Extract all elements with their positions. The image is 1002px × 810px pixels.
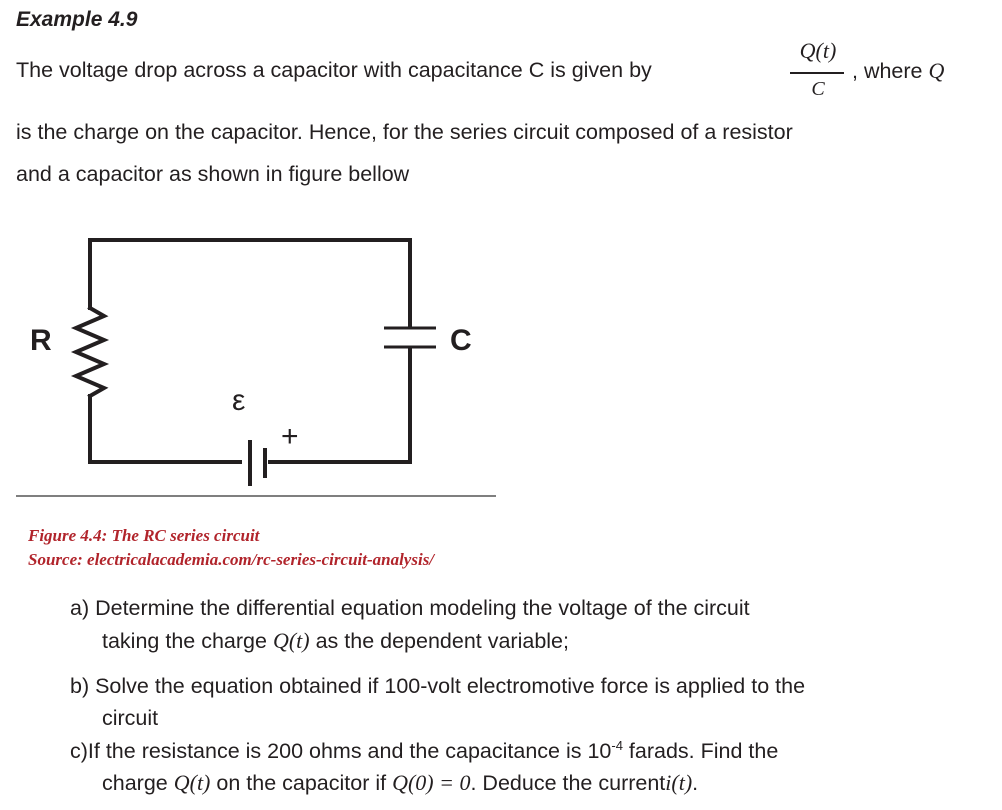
question-a-text-before: taking the charge	[102, 629, 267, 653]
fraction-denominator: C	[811, 78, 825, 100]
intro-var-q: Q	[928, 58, 945, 83]
resistor-label: R	[30, 324, 52, 357]
question-c-var-i: i(t)	[665, 770, 693, 795]
intro-where: , where	[852, 59, 923, 83]
question-c-deduce-text: . Deduce the current	[470, 771, 666, 795]
question-c-mid-text: on the capacitor if	[216, 771, 387, 795]
battery-plus-label: +	[281, 420, 299, 453]
question-c-var-q: Q(t)	[173, 770, 211, 795]
figure-source: Source: electricalacademia.com/rc-series…	[28, 550, 435, 569]
question-c-line-2: charge Q(t) on the capacitor if Q(0) = 0…	[102, 770, 698, 796]
question-b-line-1: b) Solve the equation obtained if 100-vo…	[70, 674, 806, 698]
question-c-line-1: c)If the resistance is 200 ohms and the …	[70, 738, 778, 764]
question-c-end: .	[692, 771, 699, 795]
resistor-symbol	[70, 305, 110, 399]
question-b-line-2: circuit	[102, 706, 159, 730]
fraction-bar	[790, 72, 844, 74]
question-a-line-1: a) Determine the differential equation m…	[70, 596, 750, 620]
intro-line-1-tail: , where Q	[852, 58, 944, 84]
intro-line-3: and a capacitor as shown in figure bello…	[16, 162, 410, 186]
fraction-numerator: Q(t)	[799, 38, 837, 63]
intro-line-2: is the charge on the capacitor. Hence, f…	[16, 120, 793, 144]
wire-left-lower	[88, 394, 242, 464]
rc-circuit-diagram: R C ε +	[30, 238, 472, 486]
capacitor-label: C	[450, 324, 472, 357]
question-c-charge-word: charge	[102, 771, 168, 795]
question-c-text-before: c)If the resistance is 200 ohms and the …	[70, 739, 612, 764]
voltage-fraction: Q(t) C	[786, 38, 850, 108]
example-title: Example 4.9	[16, 8, 138, 31]
wire-right-lower	[268, 348, 412, 464]
question-c-exponent: -4	[611, 738, 623, 753]
question-c-initial-condition: Q(0) = 0	[392, 770, 471, 795]
emf-label: ε	[232, 384, 245, 417]
intro-line-1-text: The voltage drop across a capacitor with…	[16, 58, 652, 82]
wire-top	[88, 238, 412, 327]
question-c-text-after: farads. Find the	[622, 739, 779, 764]
figure-divider	[16, 495, 496, 497]
question-a-text-after: as the dependent variable;	[315, 629, 569, 653]
question-a-var-q: Q(t)	[272, 628, 310, 653]
question-a-line-2: taking the charge Q(t) as the dependent …	[102, 628, 569, 654]
intro-line-1: The voltage drop across a capacitor with…	[16, 58, 652, 83]
figure-caption: Figure 4.4: The RC series circuit	[28, 526, 260, 545]
